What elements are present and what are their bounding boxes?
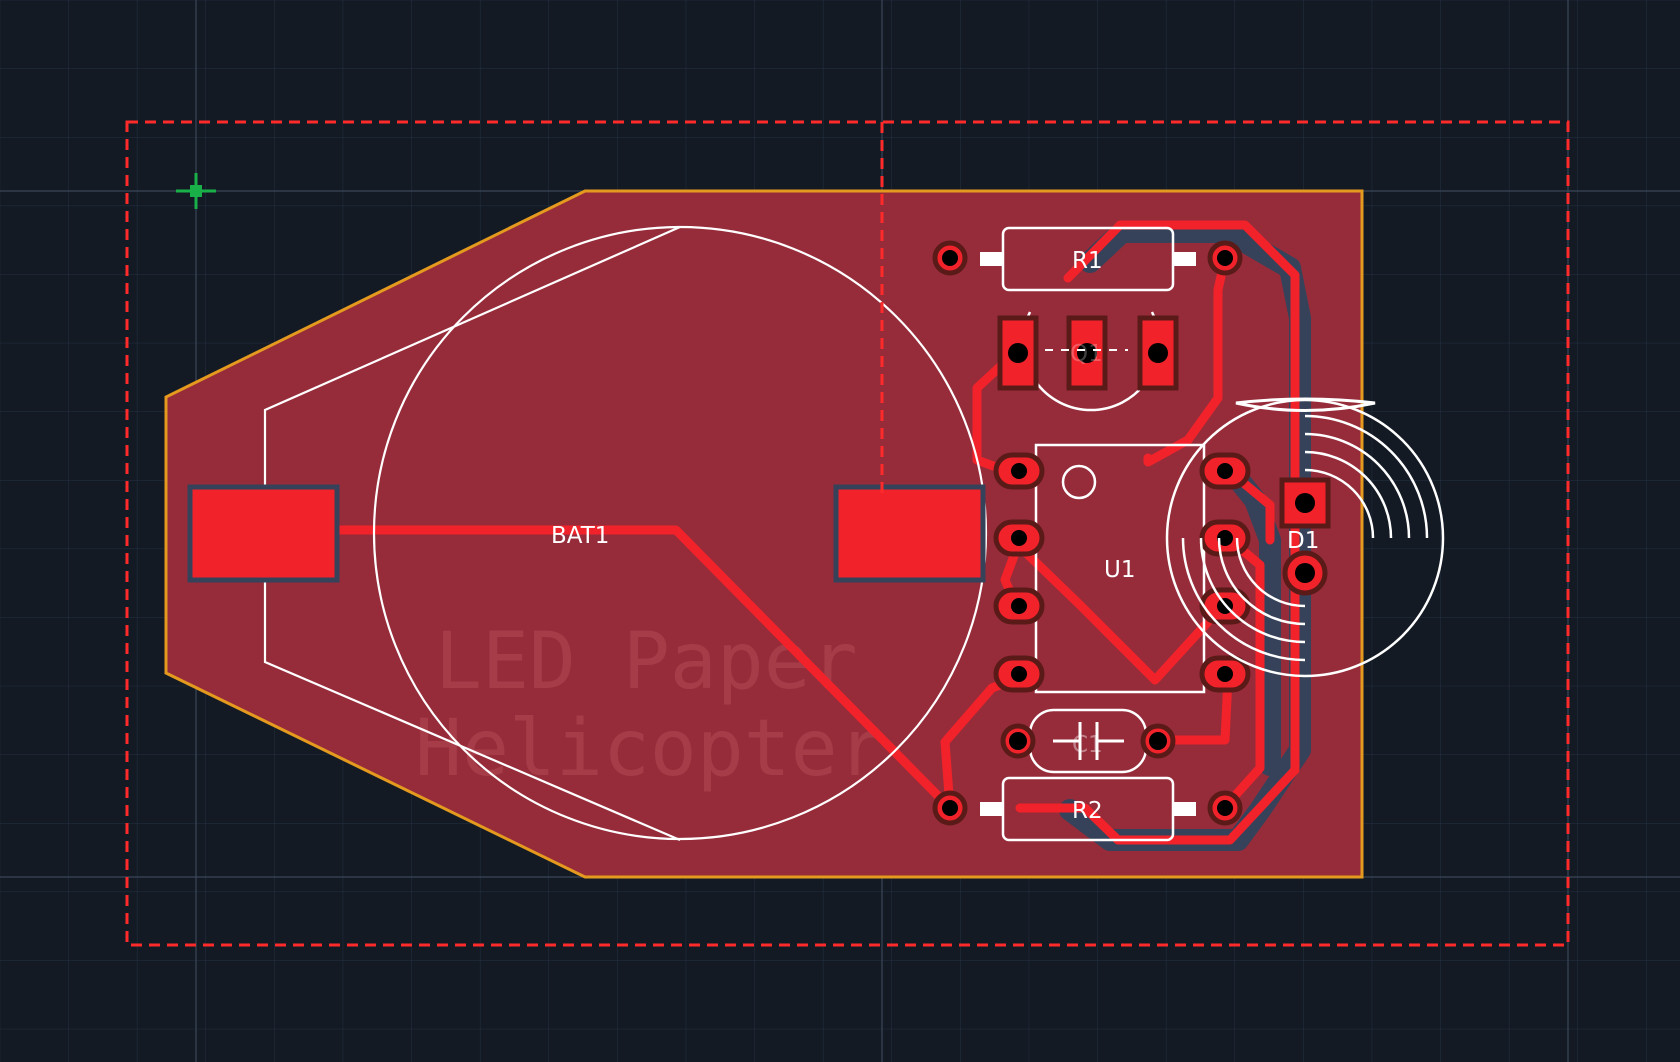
q1-pad-2-drill — [1077, 343, 1097, 363]
c1-designator: C1 — [1072, 732, 1103, 758]
u1-pad-4-drill — [1011, 666, 1027, 682]
r2-lead-right — [1173, 802, 1196, 816]
d1-designator: D1 — [1287, 528, 1319, 554]
board-text-line1: LED Paper — [435, 617, 858, 707]
bat1-silk-circle — [372, 225, 988, 841]
u1-pad-1-drill — [1011, 463, 1027, 479]
board-text-line2: Helicopter — [415, 704, 885, 794]
u1-pad-8-drill — [1217, 463, 1233, 479]
d1-pad-1-drill — [1295, 493, 1315, 513]
d1-pad-2-drill — [1295, 563, 1315, 583]
r2-designator: R2 — [1072, 798, 1103, 824]
c1-silk-symbol — [1053, 722, 1124, 760]
u1-pad-2-drill — [1011, 530, 1027, 546]
q1-pad-3[interactable] — [1137, 315, 1179, 391]
board-outline[interactable] — [164, 189, 1364, 879]
d1-silk-arcs-right — [1304, 414, 1429, 539]
q1-designator: Q1 — [1070, 341, 1103, 367]
u1-pad-5-drill — [1217, 666, 1233, 682]
u1-pin1-marker — [1061, 464, 1097, 500]
c1-pad-1-drill — [1009, 732, 1027, 750]
bat1-pad-negative[interactable] — [187, 484, 340, 583]
r2-pad-1-drill — [942, 800, 958, 816]
component-d1[interactable]: D1 — [1165, 397, 1445, 678]
component-c1[interactable]: C1 — [1000, 708, 1176, 774]
selection-box — [125, 120, 1570, 947]
component-u1[interactable]: U1 — [993, 443, 1251, 694]
r1-lead-right — [1173, 252, 1196, 266]
u1-designator: U1 — [1104, 557, 1135, 583]
u1-silk-body — [1034, 443, 1206, 694]
component-bat1[interactable]: BAT1 — [187, 225, 988, 842]
origin-marker[interactable] — [176, 173, 216, 209]
d1-silk-flat — [1235, 397, 1376, 412]
u1-pad-7-drill — [1217, 530, 1233, 546]
d1-silk-arcs-left — [1181, 537, 1306, 662]
r1-pad-1-drill — [942, 250, 958, 266]
r2-lead-left — [980, 802, 1003, 816]
component-r2[interactable]: R2 — [932, 776, 1243, 842]
bat1-designator: BAT1 — [551, 523, 609, 549]
d1-pad-1[interactable] — [1279, 477, 1331, 529]
r1-pad-2-drill — [1217, 250, 1233, 266]
q1-pad-1-drill — [1008, 343, 1028, 363]
q1-pad-3-drill — [1148, 343, 1168, 363]
component-q1[interactable]: Q1 — [997, 311, 1179, 412]
component-r1[interactable]: R1 — [932, 226, 1243, 292]
r1-designator: R1 — [1072, 248, 1103, 274]
u1-pad-3-drill — [1011, 598, 1027, 614]
r1-lead-left — [980, 252, 1003, 266]
q1-pad-1[interactable] — [997, 315, 1039, 391]
r2-pad-2-drill — [1217, 800, 1233, 816]
c1-pad-2-drill — [1149, 732, 1167, 750]
bat1-pad-positive[interactable] — [833, 484, 986, 583]
